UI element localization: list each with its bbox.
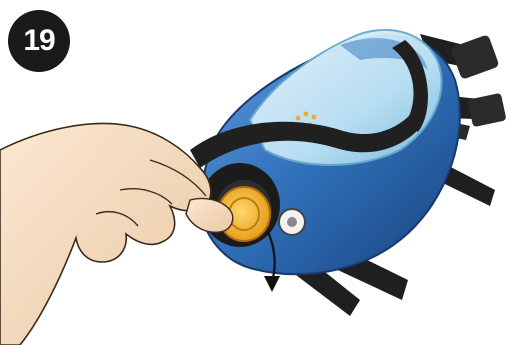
hand bbox=[0, 123, 211, 345]
side-port bbox=[279, 209, 305, 235]
